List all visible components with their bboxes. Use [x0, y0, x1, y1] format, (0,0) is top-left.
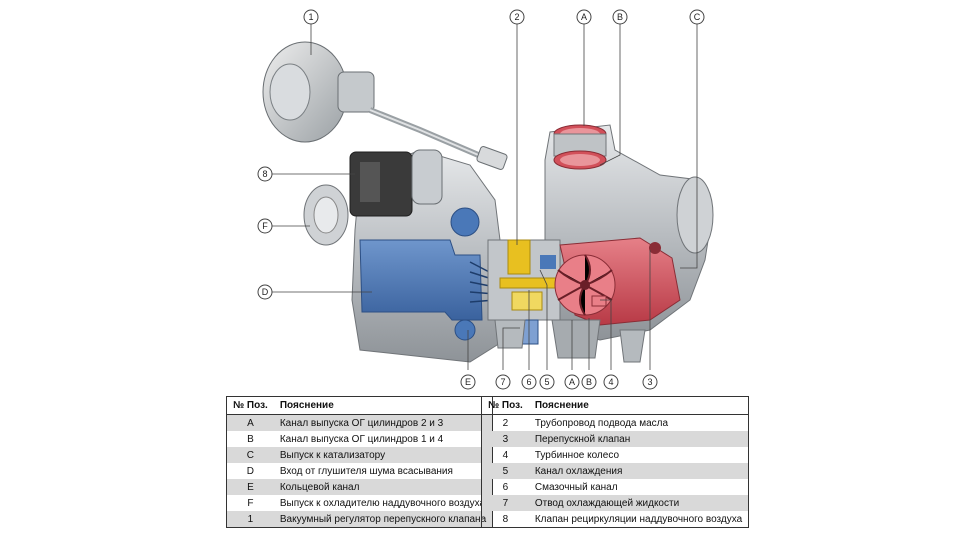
- legend-desc: Канал выпуска ОГ цилиндров 2 и 3: [273, 414, 493, 431]
- callout-B-lower-label: B: [586, 377, 592, 387]
- legend-desc: Выпуск к охладителю наддувочного воздуха: [279, 497, 486, 509]
- callout-4-label: 4: [608, 377, 613, 387]
- exhaust-inlet-pipes: [553, 124, 607, 170]
- callout-8-label: 8: [262, 169, 267, 179]
- callout-B-lower: B: [581, 374, 597, 390]
- callout-A-lower: A: [564, 374, 580, 390]
- legend-key: A: [226, 414, 274, 431]
- callout-A: A: [576, 9, 592, 25]
- callout-6-label: 6: [526, 377, 531, 387]
- legend-desc: Клапан рециркуляции наддувочного воздуха: [534, 513, 743, 525]
- legend-key: 3: [481, 431, 529, 447]
- legend-row: 4 Турбинное колесо: [482, 447, 749, 463]
- legend-row: 6 Смазочный канал: [482, 479, 749, 495]
- legend-desc: Канал охлаждения: [528, 463, 749, 479]
- legend-key: 2: [502, 417, 509, 429]
- callout-7-label: 7: [500, 377, 505, 387]
- callout-C-label: C: [694, 12, 701, 22]
- turbocharger-diagram: 1 2 A B C 8 F D E 7 6 5 A B 4 3: [257, 9, 714, 390]
- legend-row: F Выпуск к охладителю наддувочного воздух…: [227, 495, 493, 511]
- turbine-section: [554, 237, 681, 326]
- legend-row: 8 Клапан рециркуляции наддувочного воздух…: [482, 511, 749, 528]
- leader-lines: [272, 24, 698, 370]
- callout-3: 3: [642, 374, 658, 390]
- legend-desc: Турбинное колесо: [534, 449, 619, 461]
- legend-key: B: [247, 433, 254, 445]
- legend-header-key: № Поз.: [481, 396, 529, 415]
- callout-6: 6: [521, 374, 537, 390]
- legend-header: № Поз. Пояснение: [226, 396, 493, 415]
- legend-key: D: [246, 465, 255, 477]
- callout-E: E: [460, 374, 476, 390]
- legend-key: C: [226, 447, 274, 463]
- callout-D: D: [257, 284, 273, 300]
- legend-key: 8: [502, 513, 509, 525]
- legend-desc: Канал выпуска ОГ цилиндров 1 и 4: [279, 433, 444, 445]
- compressor-intake-section: [359, 207, 496, 341]
- legend-desc: Вход от глушителя шума всасывания: [279, 465, 453, 477]
- legend-desc: Смазочный канал: [534, 481, 618, 493]
- legend-desc: Отвод охлаждающей жидкости: [528, 495, 749, 511]
- lower-ports: [494, 319, 646, 363]
- bearing-housing: [487, 239, 561, 345]
- legend-header-desc: Пояснение: [528, 396, 749, 415]
- legend-desc: Перепускной клапан: [528, 431, 749, 447]
- legend-desc: Трубопровод подвода масла: [534, 417, 669, 429]
- callout-C: C: [689, 9, 705, 25]
- legend-key: 4: [502, 449, 509, 461]
- legend-table-right: № Поз. Пояснение 2 Трубопровод подвода ма…: [481, 396, 750, 528]
- callout-E-label: E: [465, 377, 471, 387]
- callout-5: 5: [539, 374, 555, 390]
- legend-key: F: [247, 497, 254, 509]
- callout-8: 8: [257, 166, 273, 182]
- callout-5-label: 5: [544, 377, 549, 387]
- callout-2: 2: [509, 9, 525, 25]
- legend-desc: Вакуумный регулятор перепускного клапана: [273, 511, 493, 528]
- legend-desc: Кольцевой канал: [273, 479, 493, 495]
- legend-row: 2 Трубопровод подвода масла: [482, 415, 749, 432]
- legend-desc: Выпуск к катализатору: [273, 447, 493, 463]
- legend-header-desc: Пояснение: [273, 396, 493, 415]
- legend-row: D Вход от глушителя шума всасывания: [227, 463, 493, 479]
- callout-F-label: F: [262, 221, 268, 231]
- callout-B: B: [612, 9, 628, 25]
- legend-key: 6: [502, 481, 509, 493]
- legend-key: 1: [226, 511, 274, 528]
- callout-A-lower-label: A: [569, 377, 575, 387]
- callout-2-label: 2: [514, 12, 519, 22]
- callout-3-label: 3: [647, 377, 652, 387]
- legend-key: 7: [481, 495, 529, 511]
- legend-key: 5: [481, 463, 529, 479]
- vacuum-actuator: [262, 41, 508, 170]
- recirculation-valve: [349, 149, 443, 217]
- callout-A-label: A: [581, 12, 587, 22]
- callout-F: F: [257, 218, 273, 234]
- callout-1-label: 1: [308, 12, 313, 22]
- legend-header-key: № Поз.: [226, 396, 274, 415]
- callout-B-label: B: [617, 12, 623, 22]
- legend-key: E: [226, 479, 274, 495]
- callout-4: 4: [603, 374, 619, 390]
- callout-D-label: D: [262, 287, 269, 297]
- legend-row: B Канал выпуска ОГ цилиндров 1 и 4: [227, 431, 493, 447]
- callout-7: 7: [495, 374, 511, 390]
- legend-header: № Поз. Пояснение: [481, 396, 749, 415]
- callout-1: 1: [303, 9, 319, 25]
